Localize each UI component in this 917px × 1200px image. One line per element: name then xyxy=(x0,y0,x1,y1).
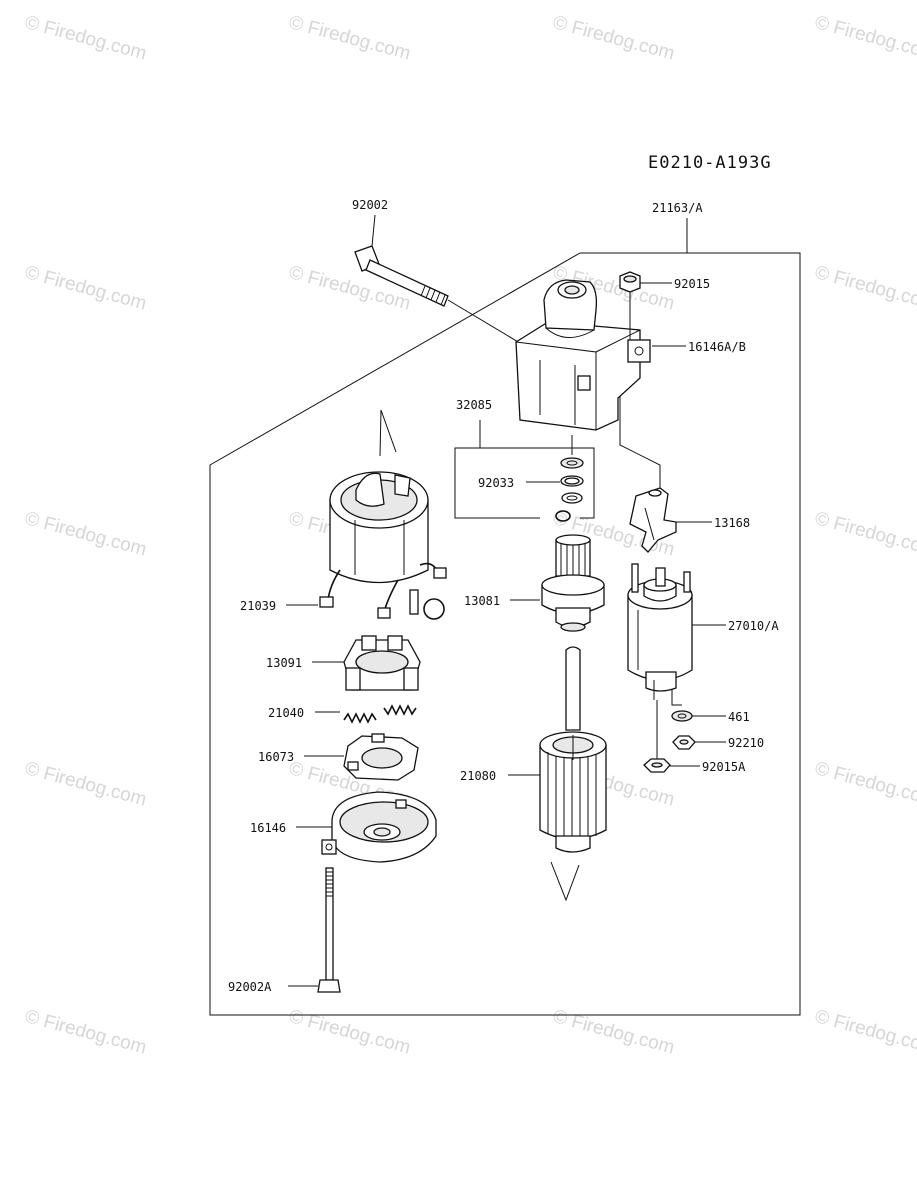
label-end-cover: 16146 xyxy=(250,821,287,835)
nut-461 xyxy=(671,710,693,722)
label-solenoid: 27010/A xyxy=(728,619,779,633)
label-clutch: 13081 xyxy=(464,594,501,608)
nut-92015a xyxy=(643,758,671,773)
label-washer-set: 32085 xyxy=(456,398,493,412)
guide-lever xyxy=(619,396,661,488)
label-yoke: 21039 xyxy=(240,599,277,613)
through-bolt-bottom xyxy=(317,867,341,993)
label-nut-top: 92015 xyxy=(674,277,711,291)
solenoid-switch xyxy=(627,563,693,700)
label-springs: 21040 xyxy=(268,706,305,720)
field-yoke xyxy=(319,409,447,620)
through-bolt-top xyxy=(354,245,536,353)
shift-lever xyxy=(629,487,677,553)
end-cover xyxy=(321,791,437,863)
label-nut-461: 461 xyxy=(728,710,750,724)
label-nut-92015a: 92015A xyxy=(702,760,746,774)
label-plate: 16073 xyxy=(258,750,295,764)
label-armature: 21080 xyxy=(460,769,497,783)
overrunning-clutch xyxy=(541,534,605,632)
washer-stack xyxy=(555,457,584,522)
label-bolt-bottom: 92002A xyxy=(228,980,272,994)
nut-92210 xyxy=(672,735,696,750)
guide-nut-461 xyxy=(671,690,682,706)
bracket-washer-set xyxy=(454,420,540,519)
brush-springs xyxy=(343,704,417,724)
assembly-outline xyxy=(209,252,801,1016)
label-nut-92210: 92210 xyxy=(728,736,765,750)
label-washers: 92033 xyxy=(478,476,515,490)
label-housing: 16146A/B xyxy=(688,340,746,354)
leader-bolt-top xyxy=(371,214,376,247)
label-brush-holder: 13091 xyxy=(266,656,303,670)
drive-housing xyxy=(515,279,651,431)
bracket-washer-set-right xyxy=(480,447,595,519)
label-bolt-top: 92002 xyxy=(352,198,389,212)
armature xyxy=(539,646,607,902)
label-assembly: 21163/A xyxy=(652,201,703,215)
brush-holder xyxy=(343,635,421,691)
label-lever: 13168 xyxy=(714,516,751,530)
brush-plate xyxy=(343,733,419,781)
diagram-code: E0210-A193G xyxy=(648,153,772,173)
nut-top xyxy=(619,271,641,293)
